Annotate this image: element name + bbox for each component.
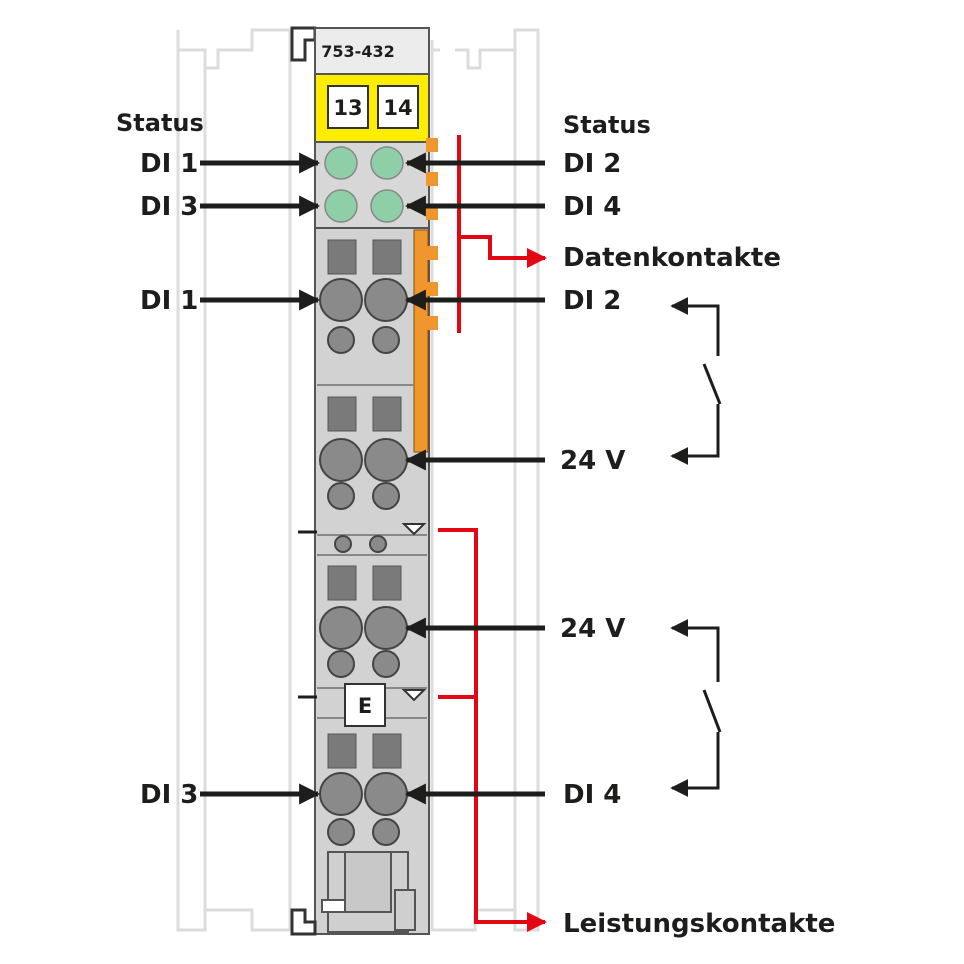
terminal-blocks bbox=[319, 239, 408, 846]
label-24v-bottom: 24 V bbox=[560, 614, 625, 644]
label-di4-status: DI 4 bbox=[563, 192, 621, 222]
marker-14: 14 bbox=[383, 96, 412, 120]
label-di3-status: DI 3 bbox=[140, 192, 198, 222]
terminal-di2 bbox=[364, 278, 408, 322]
status-label-left: Status bbox=[116, 109, 204, 137]
label-di3-conn: DI 3 bbox=[140, 780, 198, 810]
terminal-di3 bbox=[319, 772, 363, 816]
label-di1-conn: DI 1 bbox=[140, 286, 198, 316]
status-leds bbox=[324, 146, 404, 223]
e-label-box bbox=[344, 683, 386, 727]
label-di1-status: DI 1 bbox=[140, 149, 198, 179]
switch-symbol-top bbox=[670, 297, 722, 465]
terminal-24v-top bbox=[364, 438, 408, 482]
led-di3 bbox=[324, 189, 358, 223]
label-datenkontakte: Datenkontakte bbox=[563, 243, 781, 273]
label-di2-conn: DI 2 bbox=[563, 286, 621, 316]
leistungskontakte-line bbox=[438, 528, 547, 932]
label-di2-status: DI 2 bbox=[563, 149, 621, 179]
label-leistungskontakte: Leistungskontakte bbox=[563, 909, 835, 939]
terminal-di4 bbox=[364, 772, 408, 816]
module-housing bbox=[290, 26, 455, 936]
arrows-right bbox=[404, 152, 545, 805]
label-di4-conn: DI 4 bbox=[563, 780, 621, 810]
marker-13: 13 bbox=[333, 96, 362, 120]
label-24v-top: 24 V bbox=[560, 446, 625, 476]
terminal-24v-bottom bbox=[364, 606, 408, 650]
e-label: E bbox=[358, 694, 372, 718]
module-model-label: 753-432 bbox=[321, 42, 394, 61]
arrows-left bbox=[200, 152, 321, 805]
led-di1 bbox=[324, 146, 358, 180]
led-di2 bbox=[370, 146, 404, 180]
led-di4 bbox=[370, 189, 404, 223]
marker-labels: 13 14 bbox=[327, 85, 419, 129]
terminal-di1 bbox=[319, 278, 363, 322]
switch-symbol-bottom bbox=[670, 619, 722, 797]
status-label-right: Status bbox=[563, 111, 651, 139]
